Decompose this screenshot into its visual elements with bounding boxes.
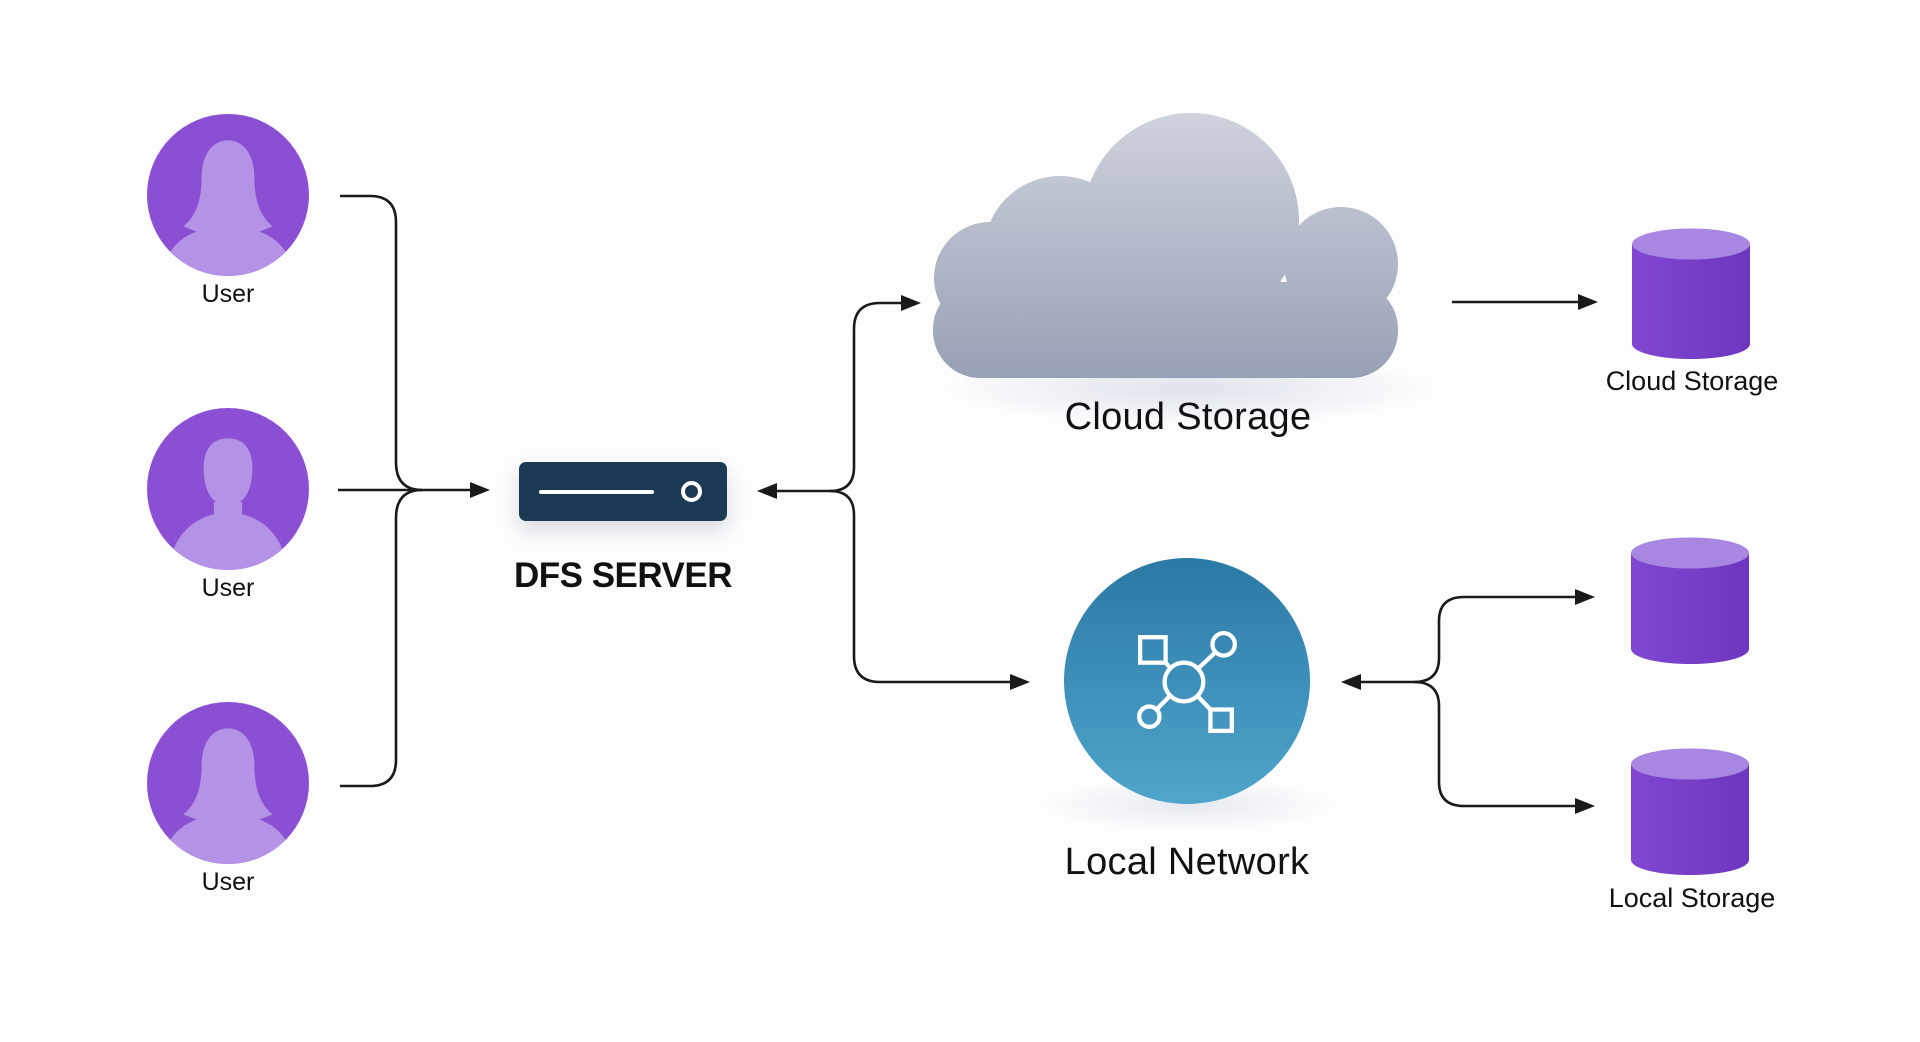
cloud-db-label: Cloud Storage <box>1605 366 1779 396</box>
dbs-to-network-connector <box>1341 589 1595 814</box>
users-to-server-connector <box>338 194 490 788</box>
database-icon <box>1631 748 1749 875</box>
server-icon <box>539 490 654 494</box>
female-user-icon <box>163 140 293 276</box>
user-node-2 <box>147 408 309 570</box>
server-indicator-icon <box>681 481 702 502</box>
male-user-icon <box>169 438 287 570</box>
cloud-icon <box>933 113 1398 378</box>
local-network-node <box>1064 558 1310 804</box>
server-to-network-connector <box>829 489 1030 690</box>
user-node-3 <box>147 702 309 864</box>
local-network-label: Local Network <box>1064 841 1310 883</box>
cloud-to-db-connector <box>1452 294 1598 310</box>
branch-to-server-connector <box>757 483 830 499</box>
network-icon <box>1137 631 1237 734</box>
user-1-label: User <box>201 280 255 308</box>
user-3-label: User <box>201 868 255 896</box>
dfs-server-node <box>519 462 727 521</box>
cloud-storage-label: Cloud Storage <box>1064 396 1312 438</box>
user-node-1 <box>147 114 309 276</box>
dfs-server-label: DFS SERVER <box>513 556 733 595</box>
database-icon <box>1631 537 1749 664</box>
user-2-label: User <box>201 574 255 602</box>
female-user-icon <box>163 728 293 864</box>
server-to-cloud-connector <box>829 295 921 493</box>
local-db-label: Local Storage <box>1608 883 1776 913</box>
database-icon <box>1632 228 1750 359</box>
